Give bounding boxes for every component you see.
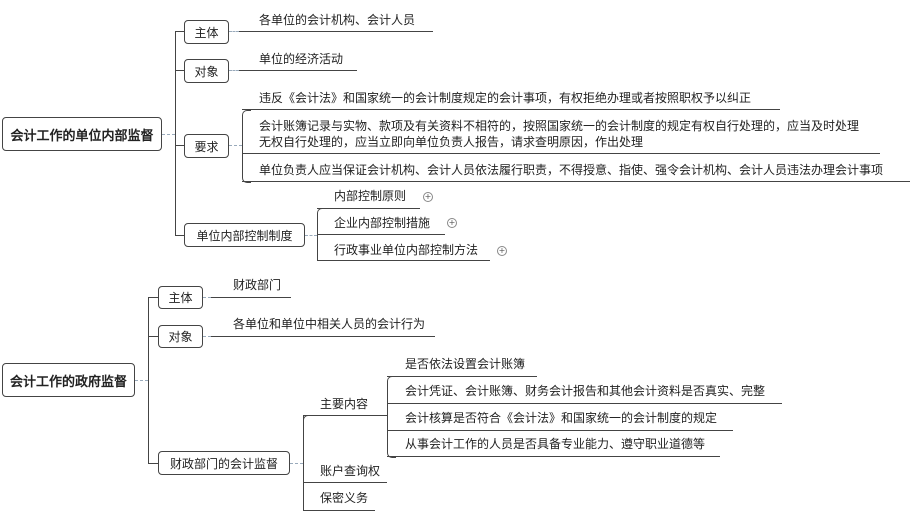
connector xyxy=(303,482,387,483)
connector xyxy=(303,415,312,511)
requirement-item[interactable]: 违反《会计法》和国家统一的会计制度规定的会计事项，有权拒绝办理或者按照职权予以纠… xyxy=(259,91,752,105)
internal-control-item[interactable]: 企业内部控制措施 xyxy=(334,216,431,230)
requirement-item[interactable]: 无权自行处理的，应当立即向单位负责人报告，请求查明原因，作出处理 xyxy=(259,135,644,149)
connector xyxy=(211,297,291,298)
node-requirements[interactable]: 要求 xyxy=(184,134,229,158)
connector xyxy=(148,297,149,463)
connector xyxy=(303,510,375,511)
connector xyxy=(242,153,880,154)
connector xyxy=(387,376,396,458)
main-content-item[interactable]: 会计核算是否符合《会计法》和国家统一的会计制度的规定 xyxy=(405,411,718,425)
node-gov-subject-content[interactable]: 财政部门 xyxy=(233,278,282,292)
main-content-item[interactable]: 是否依法设置会计账簿 xyxy=(405,357,526,371)
connector xyxy=(317,234,445,235)
requirement-item[interactable]: 单位负责人应当保证会计机构、会计人员依法履行职责，不得授意、指使、强令会计机构、… xyxy=(259,163,884,177)
connector xyxy=(203,297,211,298)
connector xyxy=(387,376,537,377)
node-main-content[interactable]: 主要内容 xyxy=(320,397,369,411)
main-content-item[interactable]: 会计凭证、会计账簿、财务会计报告和其他会计资料是否真实、完整 xyxy=(405,384,766,398)
connector xyxy=(290,463,303,464)
connector xyxy=(239,31,433,32)
connector xyxy=(175,235,184,236)
connector xyxy=(303,415,387,416)
connector xyxy=(175,145,184,146)
connector xyxy=(229,145,242,146)
connector xyxy=(317,260,490,261)
connector xyxy=(229,70,239,71)
root-node-government-supervision[interactable]: 会计工作的政府监督 xyxy=(2,363,135,397)
internal-control-item[interactable]: 内部控制原则 xyxy=(334,189,407,203)
connector xyxy=(175,31,176,236)
node-object-content[interactable]: 单位的经济活动 xyxy=(259,52,344,66)
connector xyxy=(303,415,304,510)
node-confidentiality[interactable]: 保密义务 xyxy=(320,491,369,505)
connector xyxy=(148,463,158,464)
expand-icon[interactable]: + xyxy=(423,192,433,202)
node-gov-object[interactable]: 对象 xyxy=(158,325,203,348)
connector xyxy=(387,403,782,404)
node-gov-subject[interactable]: 主体 xyxy=(158,286,203,309)
node-account-inquiry[interactable]: 账户查询权 xyxy=(320,464,381,478)
requirement-item[interactable]: 会计账簿记录与实物、款项及有关资料不相符的，按照国家统一的会计制度的规定有权自行… xyxy=(259,119,860,133)
node-internal-control[interactable]: 单位内部控制制度 xyxy=(184,223,305,247)
connector xyxy=(203,336,211,337)
connector xyxy=(175,70,184,71)
root-node-internal-supervision[interactable]: 会计工作的单位内部监督 xyxy=(2,117,162,151)
connector xyxy=(242,181,910,182)
connector xyxy=(148,297,158,298)
connector xyxy=(387,456,720,457)
main-content-item[interactable]: 从事会计工作的人员是否具备专业能力、遵守职业道德等 xyxy=(405,437,706,451)
connector xyxy=(239,70,357,71)
node-subject[interactable]: 主体 xyxy=(184,20,229,44)
connector xyxy=(148,336,158,337)
expand-icon[interactable]: + xyxy=(447,218,457,228)
connector xyxy=(135,380,148,381)
internal-control-item[interactable]: 行政事业单位内部控制方法 xyxy=(334,243,479,257)
connector xyxy=(242,110,251,183)
connector xyxy=(211,336,435,337)
expand-icon[interactable]: + xyxy=(497,246,507,256)
node-gov-object-content[interactable]: 各单位和单位中相关人员的会计行为 xyxy=(233,317,426,331)
node-subject-content[interactable]: 各单位的会计机构、会计人员 xyxy=(259,13,416,27)
connector xyxy=(387,430,733,431)
connector xyxy=(162,134,175,135)
connector xyxy=(229,31,239,32)
connector xyxy=(242,109,780,110)
node-object[interactable]: 对象 xyxy=(184,59,229,83)
node-finance-supervision[interactable]: 财政部门的会计监督 xyxy=(158,451,290,475)
connector xyxy=(317,208,420,209)
connector xyxy=(305,235,317,236)
connector xyxy=(175,31,184,32)
